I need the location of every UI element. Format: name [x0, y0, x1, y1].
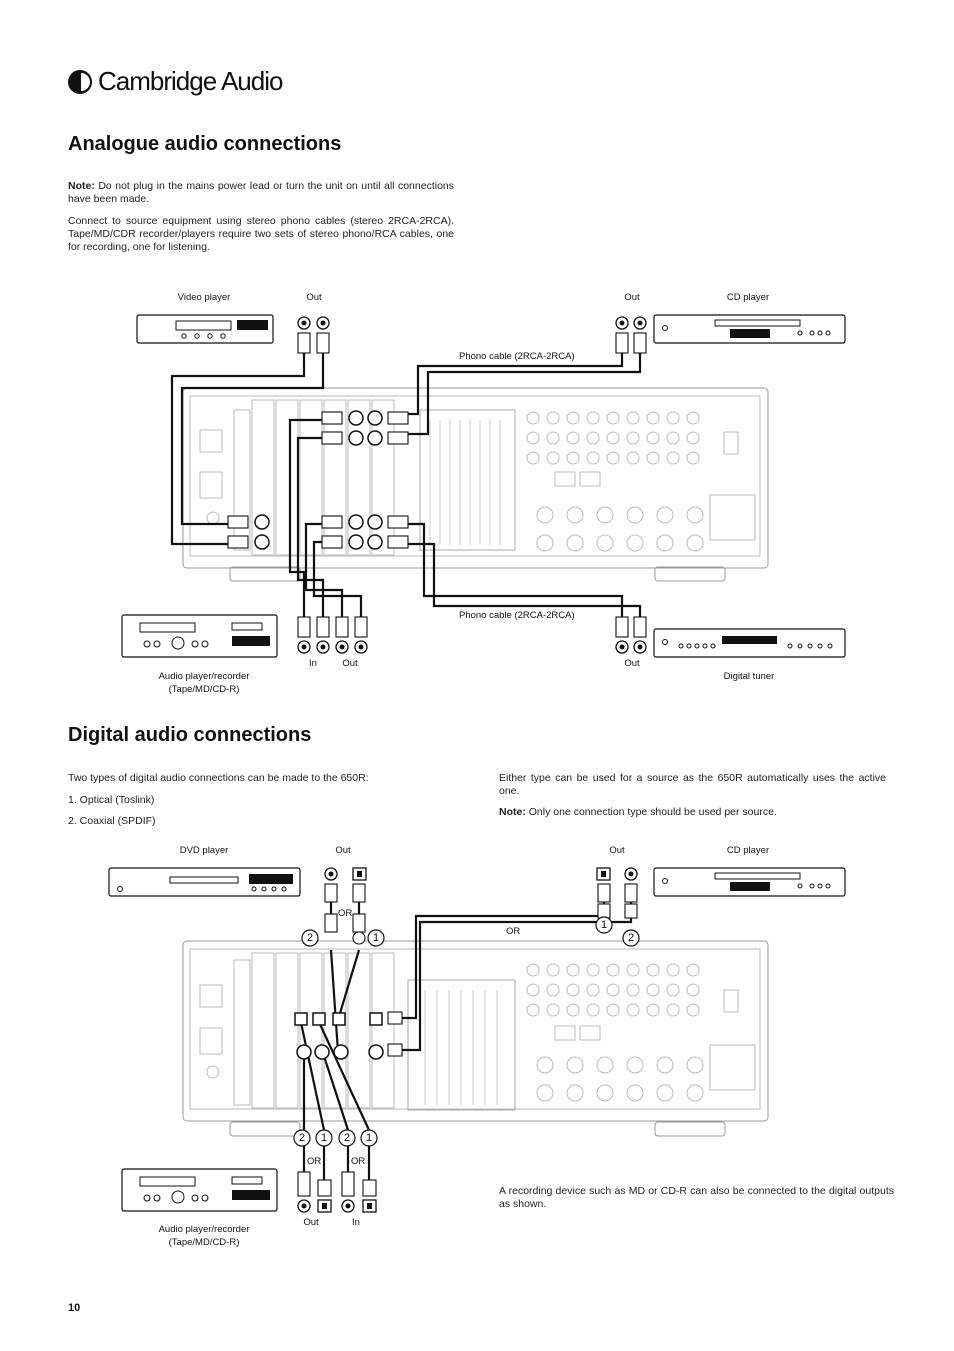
analogue-diagram — [121, 314, 846, 658]
label-audio-player-2: (Tape/MD/CD-R) — [168, 684, 240, 695]
marker-2-cd: 2 — [627, 932, 635, 944]
label-phono-cable-bottom: Phono cable (2RCA-2RCA) — [459, 610, 575, 621]
analogue-heading: Analogue audio connections — [68, 133, 342, 155]
label-video-player: Video player — [177, 292, 231, 303]
digital-intro: Two types of digital audio connections c… — [68, 772, 369, 784]
label-or-bottom-right: OR — [351, 1156, 366, 1167]
marker-2-in: 2 — [343, 1132, 351, 1144]
cd-player-device-digital — [653, 867, 846, 897]
dvd-player-device — [108, 867, 301, 897]
digital-note-text: Only one connection type should be used … — [528, 806, 777, 818]
label-audio-player-1: Audio player/recorder — [158, 671, 250, 682]
numbered-markers — [293, 916, 640, 1147]
brand-logo: Cambridge Audio — [68, 66, 283, 97]
label-out-audio-digital: Out — [303, 1217, 319, 1228]
analogue-note: Note: Do not plug in the mains power lea… — [68, 180, 454, 206]
logo-mark-icon — [68, 69, 92, 94]
marker-1-out: 1 — [320, 1132, 328, 1144]
phono-cables — [170, 353, 642, 617]
label-out-tuner: Out — [624, 658, 640, 669]
label-out-dvd: Out — [335, 845, 351, 856]
label-in-audio-digital: In — [352, 1217, 360, 1228]
marker-2-dvd: 2 — [306, 932, 314, 944]
label-or-dvd: OR — [338, 908, 353, 919]
digital-item-1: 1. Optical (Toslink) — [68, 794, 155, 806]
marker-1-dvd: 1 — [372, 932, 380, 944]
marker-1-cd: 1 — [600, 919, 608, 931]
label-out-cd: Out — [624, 292, 640, 303]
marker-2-out: 2 — [298, 1132, 306, 1144]
audio-player-device — [121, 614, 278, 658]
label-dvd-player: DVD player — [179, 845, 229, 856]
digital-item-2: 2. Coaxial (SPDIF) — [68, 815, 156, 827]
analogue-note-text: Do not plug in the mains power lead or t… — [68, 180, 455, 205]
digital-recording-note: A recording device such as MD or CD-R ca… — [499, 1185, 894, 1210]
label-or-cd: OR — [506, 926, 521, 937]
rca-plugs — [227, 332, 647, 638]
label-in: In — [309, 658, 317, 669]
digital-note: Note: Only one connection type should be… — [499, 806, 886, 819]
brand-name: Cambridge Audio — [98, 66, 283, 96]
video-player-device — [136, 314, 274, 344]
audio-player-device-digital — [121, 1168, 278, 1212]
label-cd-player-digital: CD player — [726, 845, 770, 856]
label-out-cd-digital: Out — [609, 845, 625, 856]
cd-player-device — [653, 314, 846, 344]
digital-cables — [298, 895, 633, 1131]
digital-heading: Digital audio connections — [68, 724, 312, 746]
marker-1-in: 1 — [365, 1132, 373, 1144]
label-digital-tuner: Digital tuner — [723, 671, 775, 682]
label-phono-cable-top: Phono cable (2RCA-2RCA) — [459, 351, 575, 362]
label-out-audio: Out — [342, 658, 358, 669]
analogue-body: Connect to source equipment using stereo… — [68, 215, 454, 253]
digital-right-para: Either type can be used for a source as … — [499, 772, 886, 797]
label-out-video: Out — [306, 292, 322, 303]
receiver-rear-panel-digital — [182, 940, 769, 1137]
label-cd-player: CD player — [726, 292, 770, 303]
label-or-bottom-left: OR — [307, 1156, 322, 1167]
digital-plugs — [297, 883, 638, 1197]
label-audio-player-digital-2: (Tape/MD/CD-R) — [168, 1237, 240, 1248]
digital-note-label: Note: — [499, 806, 526, 818]
page-number: 10 — [68, 1302, 81, 1314]
digital-tuner-device — [653, 628, 846, 658]
label-audio-player-digital-1: Audio player/recorder — [158, 1224, 250, 1235]
analogue-note-label: Note: — [68, 180, 95, 192]
